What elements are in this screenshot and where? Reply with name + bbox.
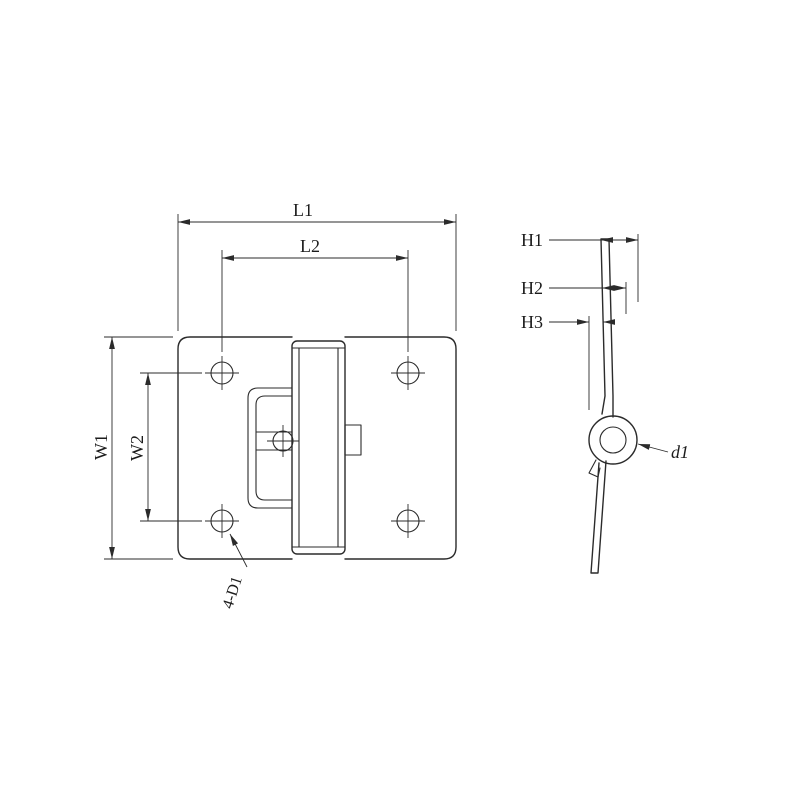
lower-leaf: [590, 460, 607, 574]
pin-barrel-inner: [599, 426, 627, 454]
dim-label-w1: W1: [91, 434, 111, 460]
dimension-h1: H1: [521, 230, 639, 302]
mounting-hole-top-right: [391, 356, 425, 390]
dim-label-h3: H3: [521, 312, 543, 332]
latch-tab: [344, 424, 362, 456]
hole-callout-4-d1: 4-D1: [220, 533, 248, 611]
dim-label-w2: W2: [127, 435, 147, 461]
d1-leader: [637, 443, 669, 453]
mounting-hole-top-left: [205, 356, 239, 390]
dim-label-h2: H2: [521, 278, 543, 298]
dim-label-h1: H1: [521, 230, 543, 250]
dimension-h3: H3: [521, 312, 615, 410]
dimension-l1: L1: [177, 200, 457, 331]
right-plate: [344, 336, 457, 560]
dimension-w1: W1: [91, 336, 173, 560]
mounting-hole-bottom-left: [205, 504, 239, 538]
dimension-l2: L2: [221, 236, 409, 352]
hole-callout-label: 4-D1: [220, 574, 246, 611]
dim-label-l2: L2: [300, 236, 320, 256]
pin-barrel-outer: [588, 415, 638, 465]
dimension-d1: d1: [637, 442, 689, 462]
hinge-barrel: [291, 340, 346, 555]
dimension-h2: H2: [521, 278, 627, 314]
side-view: [588, 238, 638, 574]
dim-label-d1: d1: [671, 442, 689, 462]
dimension-w2: W2: [127, 372, 202, 522]
dim-label-l1: L1: [293, 200, 313, 220]
mounting-hole-bottom-right: [391, 504, 425, 538]
spring-mechanism: [247, 387, 299, 509]
front-view: [177, 336, 457, 560]
hole-callout-leader: [229, 533, 248, 568]
upper-leaf: [600, 238, 614, 418]
left-plate: [177, 336, 293, 560]
